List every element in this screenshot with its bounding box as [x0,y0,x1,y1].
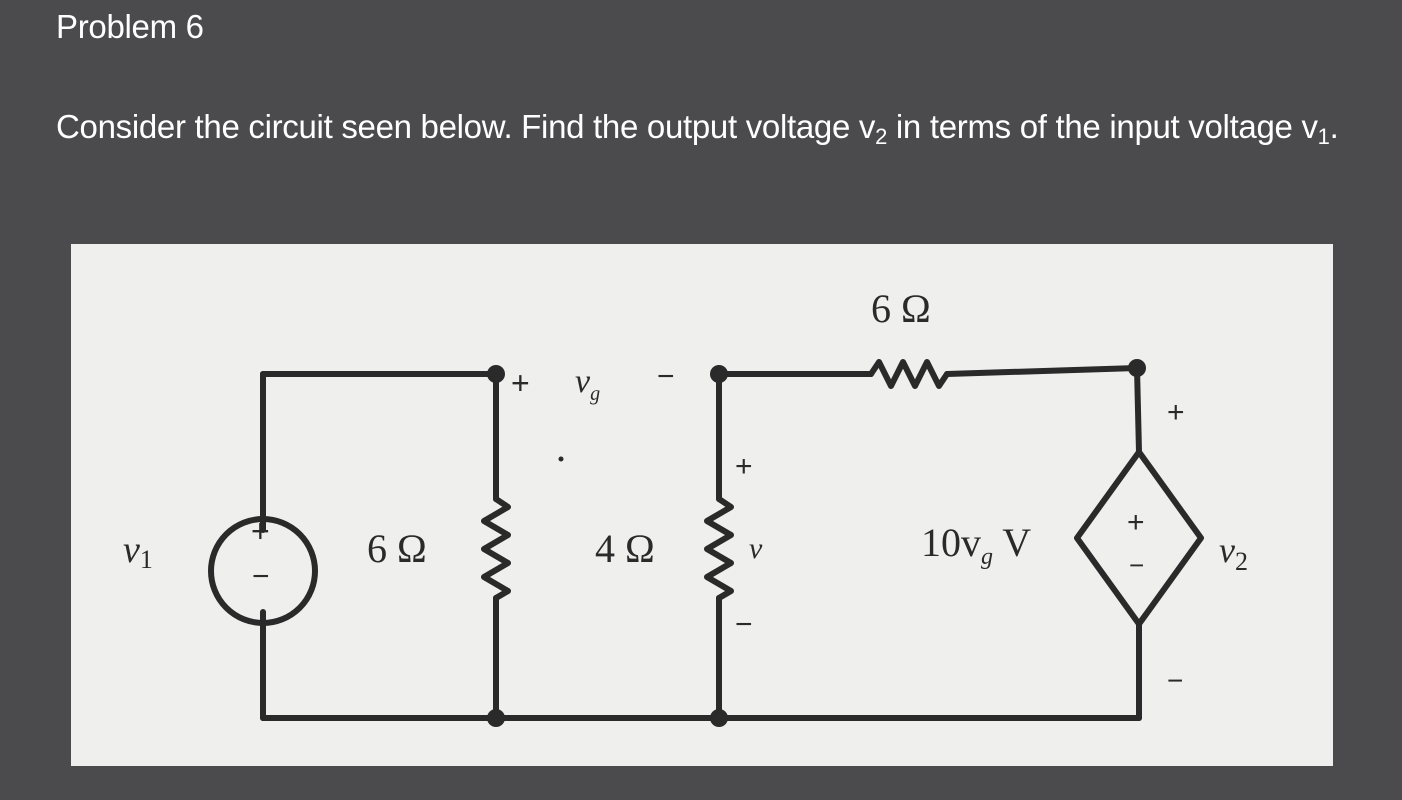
dependent-minus-sign: − [1129,550,1144,580]
resistor-4-ohm [704,496,734,601]
top-resistor-label: 6 Ω [871,286,931,331]
dependent-source-label: 10vg V [921,520,1031,570]
node-mid-top [710,365,728,383]
v-minus-sign: − [735,608,753,641]
v-plus-sign: + [735,450,753,483]
source-label-v1: v1 [123,529,153,574]
output-minus-sign: − [1167,665,1183,696]
mid-resistor-label: 4 Ω [595,526,655,571]
vg-minus-sign: − [657,360,675,393]
vg-label: vg [575,363,600,405]
stray-dot [558,456,564,462]
problem-statement: Consider the circuit seen below. Find th… [56,98,1356,155]
node-right-top [1128,359,1146,377]
problem-title: Problem 6 [56,8,204,45]
statement-text-2: in terms of the input voltage v [887,108,1318,145]
circuit-figure: 6 Ω 6 Ω 4 Ω v1 + − + vg − + v − 10vg V +… [71,244,1333,766]
node-left-top [487,365,505,383]
resistor-6-ohm-top [868,359,950,389]
statement-end: . [1329,108,1339,145]
wire-top-right-b [944,365,1140,377]
source-minus-sign: − [252,560,270,593]
output-label-v2: v2 [1219,530,1248,576]
statement-subscript-1: 1 [1317,124,1330,149]
dependent-plus-sign: + [1127,506,1145,539]
statement-text-1: Consider the circuit seen below. Find th… [56,108,876,145]
independent-source-v1 [208,516,318,626]
resistor-6-ohm-left [481,496,511,601]
node-left-bottom [487,709,505,727]
source-plus-sign: + [251,513,270,549]
output-plus-sign: + [1167,396,1185,429]
vg-plus-sign: + [511,365,530,401]
left-resistor-label: 6 Ω [367,526,427,571]
node-mid-bottom [710,709,728,727]
v-label: v [749,532,763,565]
statement-subscript-2: 2 [875,124,888,149]
dependent-source-diamond [1074,449,1204,627]
circuit-diagram: 6 Ω 6 Ω 4 Ω v1 + − + vg − + v − 10vg V +… [123,286,1248,727]
wire-right-upper [1134,365,1142,455]
